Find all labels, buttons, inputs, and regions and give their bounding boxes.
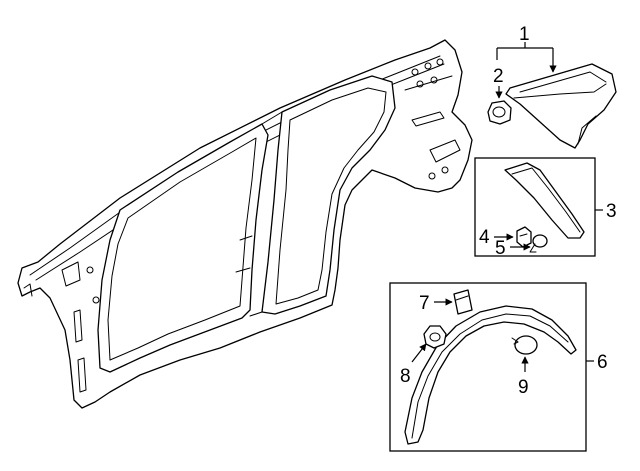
part-4-clip <box>516 226 532 248</box>
group-box-3 <box>474 157 596 257</box>
callout-7: 7 <box>419 293 430 314</box>
callout-3: 3 <box>606 201 617 222</box>
callout-9: 9 <box>518 377 529 398</box>
callout-5: 5 <box>495 238 506 259</box>
body-side-panel <box>17 39 473 409</box>
callout-8: 8 <box>400 366 411 387</box>
part-2-nut <box>487 100 512 125</box>
group-box-6 <box>389 282 587 452</box>
callout-2: 2 <box>493 66 504 87</box>
part-9-push-pin <box>511 335 538 355</box>
part-3-pillar-applique <box>504 162 585 239</box>
part-7-retainer <box>453 289 473 315</box>
callout-1: 1 <box>519 24 530 45</box>
part-8-grommet <box>423 325 447 349</box>
part-6-wheel-opening-molding <box>404 305 577 445</box>
leader-8 <box>411 343 427 363</box>
callout-4: 4 <box>479 227 490 248</box>
part-1-quarter-applique <box>505 63 617 149</box>
part-5-screw <box>529 234 548 253</box>
callout-6: 6 <box>597 352 608 373</box>
